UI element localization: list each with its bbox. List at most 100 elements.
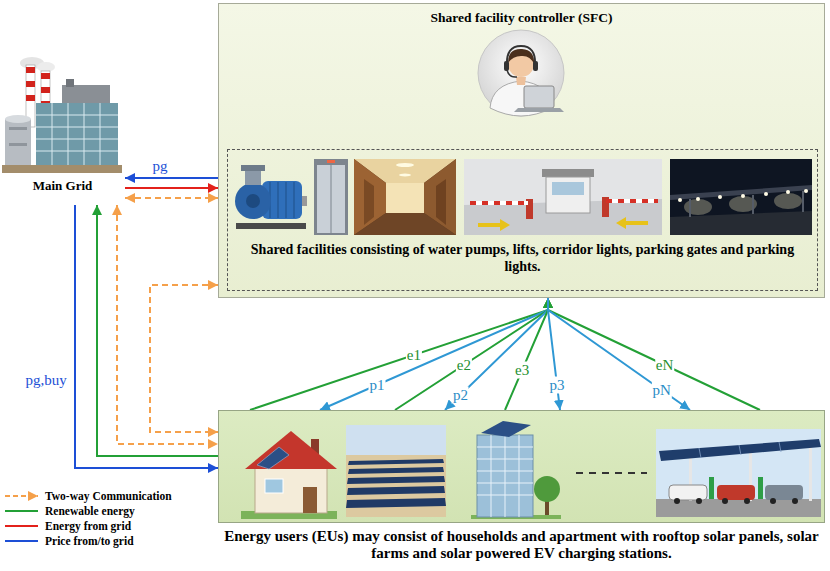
facility-pictures-part [606, 199, 658, 203]
legend-row: Renewable energy [4, 503, 172, 518]
edge-label: p3 [549, 377, 566, 394]
communication-link [150, 285, 218, 432]
energy-user-pictures-part [481, 421, 531, 437]
edge-label: pg [152, 158, 169, 175]
grid-energy-arrow [125, 187, 218, 189]
energy-user-pictures-part [717, 485, 755, 500]
power-plant-icon-part [84, 103, 85, 165]
facility-pictures-part [684, 199, 712, 215]
power-plant-icon-part [36, 115, 118, 116]
energy-user-pictures-part [303, 487, 317, 513]
communication-link [117, 205, 218, 444]
energy-user-pictures-part [656, 499, 821, 517]
energy-user-pictures [219, 411, 823, 521]
operator-icon [476, 28, 566, 118]
power-plant-icon-part [26, 81, 35, 87]
legend-row: Energy from grid [4, 518, 172, 533]
energy-user-pictures-part [347, 486, 445, 495]
facility-pictures-part [277, 182, 279, 218]
power-plant-icon-part [36, 151, 118, 152]
renewable-energy-arrow [97, 205, 218, 456]
operator-icon-part [507, 46, 535, 65]
facility-pictures-part [752, 195, 754, 214]
facility-pictures-part [331, 165, 332, 233]
power-plant-icon-part [52, 103, 53, 165]
facility-pictures-part [689, 199, 691, 217]
edge-label: e3 [514, 362, 530, 379]
power-plant-icon-part [68, 103, 69, 165]
power-plant-icon-part [36, 127, 118, 128]
facility-pictures-part [478, 219, 510, 231]
power-plant-icon-part [36, 139, 118, 140]
facility-pictures-part [314, 159, 348, 235]
power-plant-icon-part [37, 62, 55, 72]
legend-line [5, 540, 38, 542]
energy-user-pictures-part [674, 498, 680, 504]
legend-sample [4, 491, 40, 501]
edge-label-holder: pg [152, 158, 169, 175]
facility-pictures-part [606, 199, 658, 203]
energy-user-pictures-part [257, 447, 289, 469]
facility-pictures-part [396, 163, 414, 167]
energy-user-pictures-part [765, 485, 803, 500]
operator-icon-part [516, 77, 526, 85]
facility-pictures-part [804, 189, 808, 193]
energy-user-pictures-part [722, 498, 728, 504]
legend-sample [4, 521, 40, 531]
legend-row: Price from/to grid [4, 533, 172, 548]
legend-box: Two-way CommunicationRenewable energyEne… [4, 488, 172, 548]
facility-pictures-part [364, 179, 374, 225]
edge-label-holder: e1 [406, 347, 422, 364]
controller-title: Shared facility controller (SFC) [219, 4, 824, 26]
energy-flow-arrow [395, 298, 548, 410]
energy-user-caption: Energy users (EUs) may consist of househ… [219, 528, 824, 563]
edge-label-holder: pN [651, 382, 671, 399]
operator-icon-part [524, 86, 554, 108]
edge-label: eN [655, 357, 675, 374]
price-signal-arrow [445, 298, 548, 410]
facility-pictures-part [241, 165, 265, 171]
energy-flow-arrow [250, 298, 548, 410]
energy-user-pictures-part [534, 476, 560, 502]
energy-flow-arrow [505, 298, 548, 410]
energy-user-pictures-part [505, 435, 506, 517]
edge-label: e2 [456, 357, 472, 374]
facility-pictures-part [235, 183, 271, 219]
edge-label-holder: pg,buy [24, 372, 67, 389]
facility-pictures-part [285, 182, 287, 218]
facility-pictures-part [246, 194, 260, 208]
edge-label-holder: p3 [549, 377, 566, 394]
price-signal-arrow [548, 298, 690, 410]
legend-sample [4, 536, 40, 546]
legend-text: Price from/to grid [45, 535, 134, 547]
facility-pictures-part [470, 201, 528, 205]
legend-line [5, 495, 38, 497]
facility-pictures [228, 155, 816, 239]
energy-user-pictures-part [348, 467, 444, 474]
energy-user-pictures-part [346, 425, 446, 517]
operator-icon-part [504, 61, 509, 71]
legend-sample [4, 506, 40, 516]
facility-pictures-part [616, 217, 648, 229]
facility-pictures-part [236, 223, 306, 229]
power-plant-icon-part [2, 165, 122, 173]
power-plant-icon-part [26, 67, 35, 73]
energy-user-pictures-part [656, 429, 821, 517]
energy-user-panel: Energy users (EUs) may consist of househ… [218, 410, 825, 523]
facility-pictures-part [764, 192, 768, 196]
energy-user-pictures-part [576, 472, 647, 474]
edge-label: p1 [369, 377, 386, 394]
energy-user-pictures-part [696, 498, 702, 504]
legend-row: Two-way Communication [4, 488, 172, 503]
power-plant-icon-part [9, 143, 27, 146]
facility-pictures-part [436, 179, 446, 225]
facility-pictures-part [399, 174, 411, 177]
edge-label: pN [651, 382, 671, 399]
facility-pictures-part [670, 211, 812, 235]
facility-pictures-part [552, 182, 584, 195]
price-signal-arrow [320, 298, 548, 410]
power-plant-icon-part [5, 115, 31, 123]
legend-line [5, 510, 38, 512]
edge-label-holder: e2 [456, 357, 472, 374]
facility-pictures-part [470, 201, 528, 205]
